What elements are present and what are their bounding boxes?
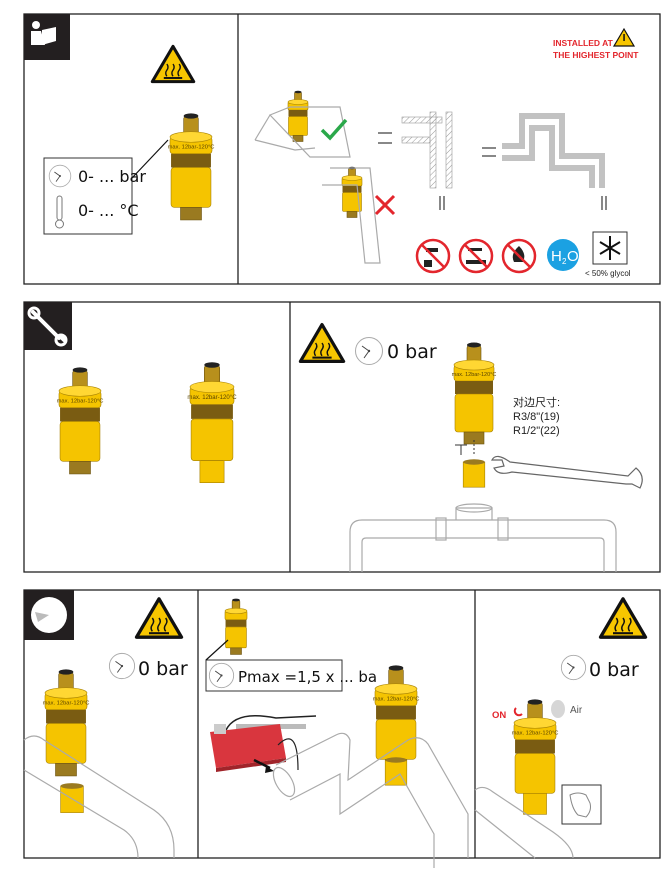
hot-surface-warning-icon — [150, 44, 196, 84]
installation-warning-line2: THE HIGHEST POINT — [553, 50, 639, 60]
air-vent-valve: max. 12bar-120°C — [373, 665, 420, 773]
installation-warning-line1: INSTALLED AT — [553, 38, 614, 48]
air-vent-valve: max. 12bar-120°C — [512, 699, 559, 815]
pipe-fitting — [60, 783, 84, 813]
air-vent-valve: max. 12bar-120°C — [187, 362, 237, 484]
gauge-icon — [560, 654, 587, 681]
no-drinking-water-icon — [415, 238, 451, 274]
check-icon — [320, 118, 348, 141]
thermometer-icon — [55, 195, 64, 229]
air-vent-valve — [341, 166, 363, 218]
pipe-outline — [23, 735, 175, 859]
air-vent-valve: max. 12bar-120°C — [452, 342, 497, 445]
wrench-size-2: R1/2"(22) — [513, 425, 560, 437]
air-vent-valve: max. 12bar-120°C — [43, 669, 90, 777]
frost-icon — [592, 231, 628, 265]
valve-marking: max. 12bar-120°C — [512, 731, 559, 737]
open-wrench-icon — [491, 455, 643, 489]
gauge-icon — [48, 164, 72, 188]
gauge-icon — [108, 652, 136, 680]
spec-box: 0- ... bar 0- ... °C — [43, 139, 169, 235]
pipe-fitting — [384, 757, 408, 786]
arrow-icon — [253, 758, 271, 770]
loop-pipe — [502, 113, 605, 188]
pipe-outline — [254, 106, 381, 264]
valve-marking: max. 12bar-120°C — [452, 372, 497, 378]
wrench-icon — [24, 302, 72, 350]
glycol-label: < 50% glycol — [585, 269, 631, 278]
pipe-outline — [349, 503, 617, 572]
wrench-size-title: 对边尺寸: — [513, 395, 560, 409]
water-icon: H 2 O — [547, 239, 579, 271]
valve-marking: max. 12bar-120°C — [43, 701, 90, 707]
pipe-outline — [272, 732, 469, 868]
pressure-label: 0 bar — [387, 341, 437, 363]
tee-pipe — [378, 111, 453, 210]
valve-marking: max. 12bar-120°C — [373, 697, 420, 703]
wrench-size-1: R3/8"(19) — [513, 411, 560, 423]
hot-surface-warning-icon — [134, 597, 184, 639]
hand-icon — [561, 784, 602, 825]
panel-frames — [23, 13, 661, 859]
temperature-range-label: 0- ... °C — [78, 201, 139, 220]
air-label: Air — [570, 705, 583, 716]
cross-icon — [374, 194, 396, 216]
hot-surface-warning-icon — [598, 597, 648, 639]
on-label: ON — [492, 710, 506, 721]
valve-marking: max. 12bar-120°C — [168, 145, 215, 151]
svg-text:O: O — [567, 248, 579, 265]
air-puff-icon — [551, 700, 565, 718]
pmax-label: Pmax =1,5 x ... ba — [238, 668, 377, 686]
valve-marking: max. 12bar-120°C — [57, 399, 104, 405]
warning-icon — [612, 27, 636, 47]
manual-reading-icon — [24, 14, 70, 60]
pipe-fitting — [462, 459, 486, 488]
gauge-icon — [355, 337, 383, 365]
svg-text:H: H — [551, 248, 562, 265]
clock-icon — [24, 590, 74, 640]
air-vent-valve — [224, 598, 248, 655]
air-vent-valve: max. 12bar-120°C — [168, 113, 215, 221]
gauge-icon — [208, 662, 235, 689]
valve-marking: max. 12bar-120°C — [187, 395, 237, 401]
hot-surface-warning-icon — [298, 322, 346, 364]
air-vent-valve: max. 12bar-120°C — [57, 367, 104, 475]
pressure-pump-icon — [210, 715, 317, 772]
rotate-arrow-icon — [513, 707, 523, 717]
flow-arrows — [482, 147, 607, 210]
pressure-range-label: 0- ... bar — [78, 167, 146, 186]
air-vent-valve — [287, 90, 309, 142]
pressure-label: 0 bar — [589, 659, 639, 681]
pressure-label: 0 bar — [138, 658, 188, 680]
no-corrosive-icon — [458, 238, 494, 274]
svg-text:2: 2 — [562, 257, 567, 266]
no-flammable-icon — [501, 238, 537, 274]
pipe-outline — [474, 786, 574, 859]
